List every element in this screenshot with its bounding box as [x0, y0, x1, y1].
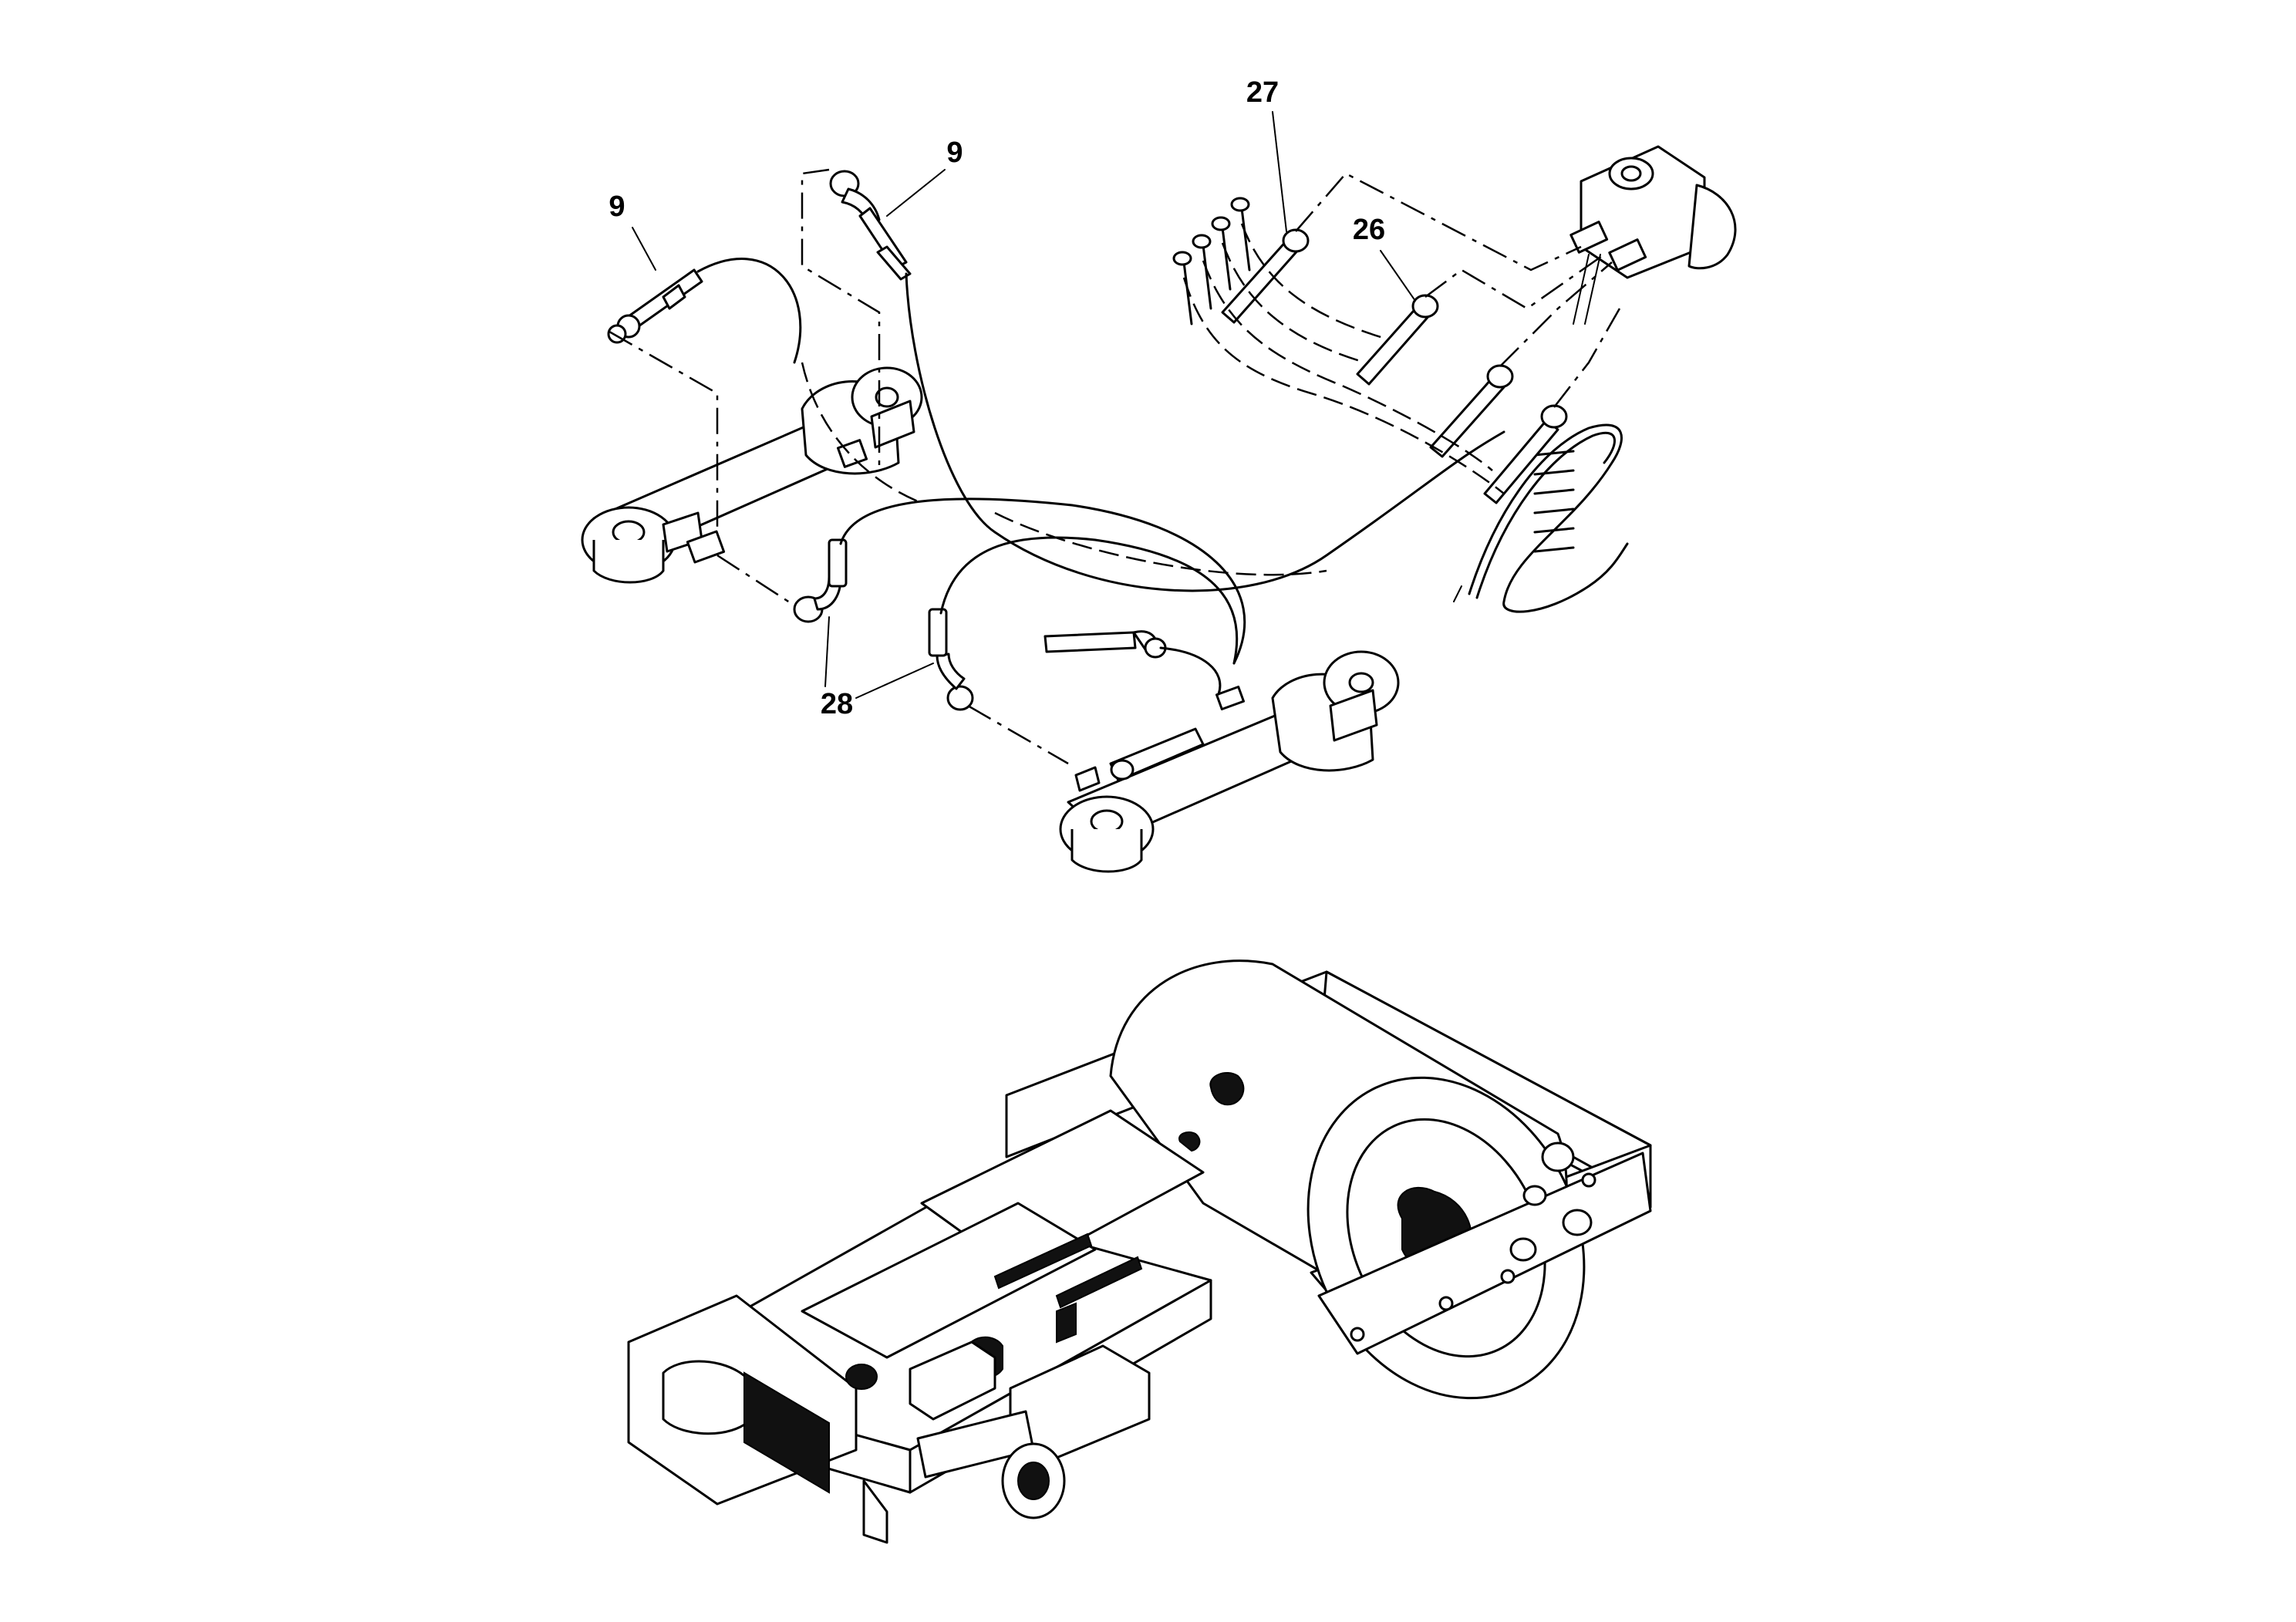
hydraulic-hoses — [696, 258, 1505, 696]
frame-components — [845, 1233, 1151, 1459]
callout-label: 9 — [946, 137, 963, 169]
hose-fitting-upper-a — [1429, 364, 1514, 458]
hydraulic-hose-exploded-view: 9 9 27 26 28 — [581, 76, 1737, 873]
callout-label: 28 — [821, 688, 853, 720]
hose-fitting-26 — [1356, 294, 1439, 386]
assembly-leader-lines — [609, 168, 1327, 765]
motor-leader-lines — [1182, 172, 1621, 494]
drum-drive-motor — [1569, 145, 1737, 325]
hose-fitting-27 — [1221, 228, 1310, 324]
hose-fitting-middle — [1043, 630, 1167, 659]
steering-cylinder-right — [1059, 650, 1400, 873]
steering-cylinder-left — [581, 366, 923, 584]
callout-label: 9 — [609, 191, 625, 223]
callout-label: 26 — [1353, 214, 1385, 246]
looped-hose — [1453, 423, 1629, 613]
callout-26: 26 — [1353, 214, 1416, 302]
hose-fitting-9-right — [829, 170, 912, 281]
hose-fitting-28-a — [793, 538, 848, 623]
callout-9-left: 9 — [609, 191, 656, 271]
radiator-cooler — [743, 1371, 830, 1494]
hose-fitting-upper-b — [1483, 404, 1568, 504]
compactor-machine-view — [627, 959, 1652, 1544]
callout-9-right: 9 — [886, 137, 963, 217]
rear-axle — [862, 1410, 1066, 1544]
hose-fitting-28-b — [928, 608, 974, 711]
callout-28: 28 — [821, 616, 934, 720]
callout-label: 27 — [1246, 76, 1279, 109]
callout-27: 27 — [1246, 76, 1287, 232]
hose-fitting-9-left — [607, 268, 703, 344]
drum-side-plate — [1317, 1141, 1652, 1355]
